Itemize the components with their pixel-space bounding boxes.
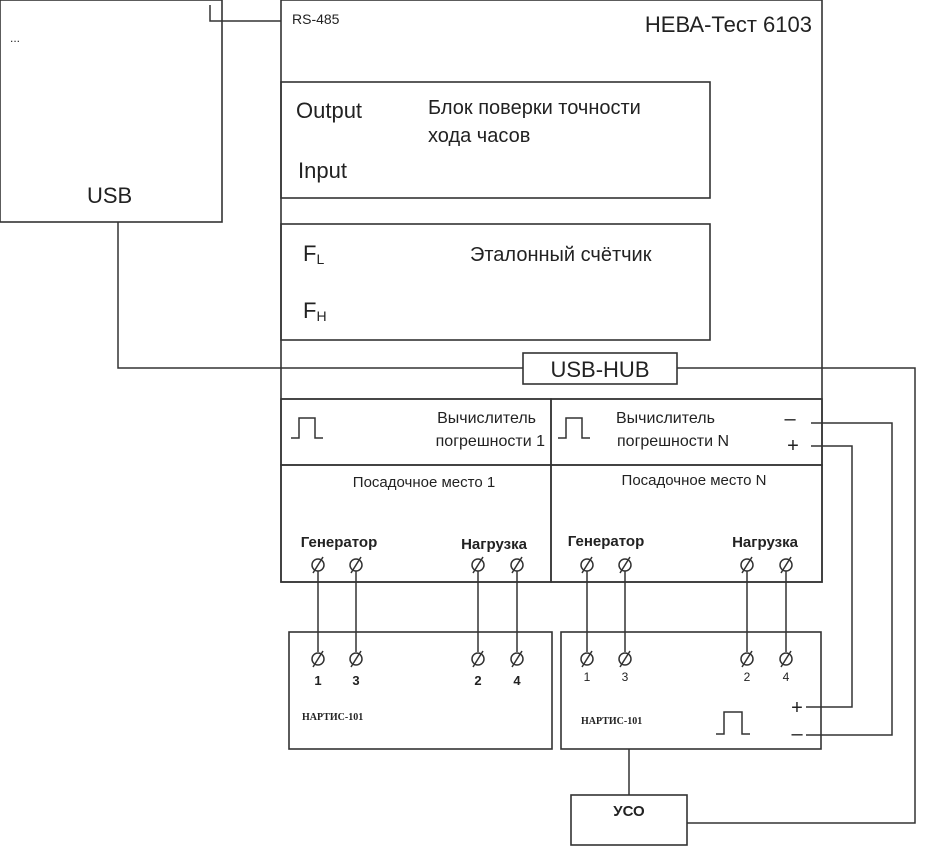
usb-hub: USB-HUB: [522, 352, 678, 385]
terminal-number: 1: [314, 673, 321, 688]
seat-1-terminal-icon: [311, 556, 325, 574]
clock-title-line1: Блок поверки точности: [428, 97, 641, 119]
meter-1-model: НАРТИС-101: [302, 712, 363, 723]
uso-block: УСО: [570, 794, 688, 846]
meter-n-terminal-icon: [740, 650, 754, 668]
terminal-number: 3: [622, 670, 629, 684]
seat-n-title: Посадочное место N: [622, 472, 767, 489]
meter-n-model: НАРТИС-101: [581, 716, 642, 727]
usb-hub-label: USB-HUB: [550, 357, 649, 382]
error-calc-n-line1: Вычислитель: [616, 410, 715, 427]
error-calc-1-line2: погрешности 1: [436, 433, 545, 450]
stand-rs485-label: RS-485: [292, 11, 340, 27]
error-calc-n-line2: погрешности N: [617, 433, 729, 450]
seat-1: Посадочное место 1 Генератор Нагрузка: [280, 464, 552, 583]
meter-n-terminal-labels: 1 3 2 4: [584, 670, 790, 684]
error-calc-n-plus: +: [787, 435, 799, 457]
reference-meter: FL FH Эталонный счётчик: [280, 223, 711, 341]
meter-n: НАРТИС-101 + –: [560, 631, 822, 750]
seat-1-terminal-icon: [349, 556, 363, 574]
terminal-number: 1: [584, 670, 591, 684]
meter-n-terminal-icon: [580, 650, 594, 668]
terminal-number: 2: [744, 670, 751, 684]
pc-top-label: ...: [10, 31, 20, 45]
meter-1-terminal-icon: [471, 650, 485, 668]
terminal-number: 4: [513, 673, 521, 688]
error-calc-n-minus: –: [784, 408, 796, 430]
pulse-icon: [291, 417, 323, 439]
seat-n-terminal-icon: [740, 556, 754, 574]
error-calc-1: Вычислитель погрешности 1: [280, 398, 552, 466]
meter-1-terminal-icon: [510, 650, 524, 668]
pulse-icon: [716, 711, 750, 735]
terminals: [311, 556, 793, 668]
clock-input-label: Input: [298, 158, 347, 183]
terminal-number: 3: [352, 673, 359, 688]
clock-unit: Output Input Блок поверки точности хода …: [280, 81, 711, 199]
clock-title-line2: хода часов: [428, 125, 530, 147]
seat-1-terminal-icon: [471, 556, 485, 574]
reference-fl-label: FL: [303, 241, 324, 267]
uso-label: УСО: [613, 803, 645, 820]
meter-1: НАРТИС-101: [288, 631, 553, 750]
seat-n-terminal-icon: [580, 556, 594, 574]
meter-n-terminal-icon: [618, 650, 632, 668]
error-calc-n: Вычислитель погрешности N – +: [550, 398, 823, 466]
seat-n-terminal-icon: [618, 556, 632, 574]
seat-1-terminal-icon: [510, 556, 524, 574]
seat-n-load-label: Нагрузка: [732, 534, 798, 551]
seat-n-terminal-icon: [779, 556, 793, 574]
seat-1-generator-label: Генератор: [301, 534, 377, 551]
seat-n: Посадочное место N Генератор Нагрузка: [550, 464, 823, 583]
pulse-icon: [558, 417, 590, 439]
error-calc-1-line1: Вычислитель: [437, 410, 536, 427]
meter-n-plus: +: [791, 697, 803, 719]
meter-n-terminal-icon: [779, 650, 793, 668]
terminal-number: 4: [783, 670, 790, 684]
meter-1-terminal-labels: 1 3 2 4: [314, 673, 521, 688]
meter-n-minus: –: [791, 723, 803, 745]
seat-1-load-label: Нагрузка: [461, 536, 527, 553]
clock-output-label: Output: [296, 98, 362, 123]
meter-1-terminal-icon: [311, 650, 325, 668]
reference-title: Эталонный счётчик: [470, 244, 652, 266]
terminal-number: 2: [474, 673, 481, 688]
reference-fh-label: FH: [303, 298, 327, 324]
pc-usb-label: USB: [87, 183, 132, 208]
seat-1-title: Посадочное место 1: [353, 474, 495, 491]
pc-block: ... USB: [0, 0, 223, 223]
seat-n-generator-label: Генератор: [568, 533, 644, 550]
stand-title: НЕВА-Тест 6103: [645, 12, 812, 37]
meter-1-terminal-icon: [349, 650, 363, 668]
wires: [117, 5, 916, 824]
